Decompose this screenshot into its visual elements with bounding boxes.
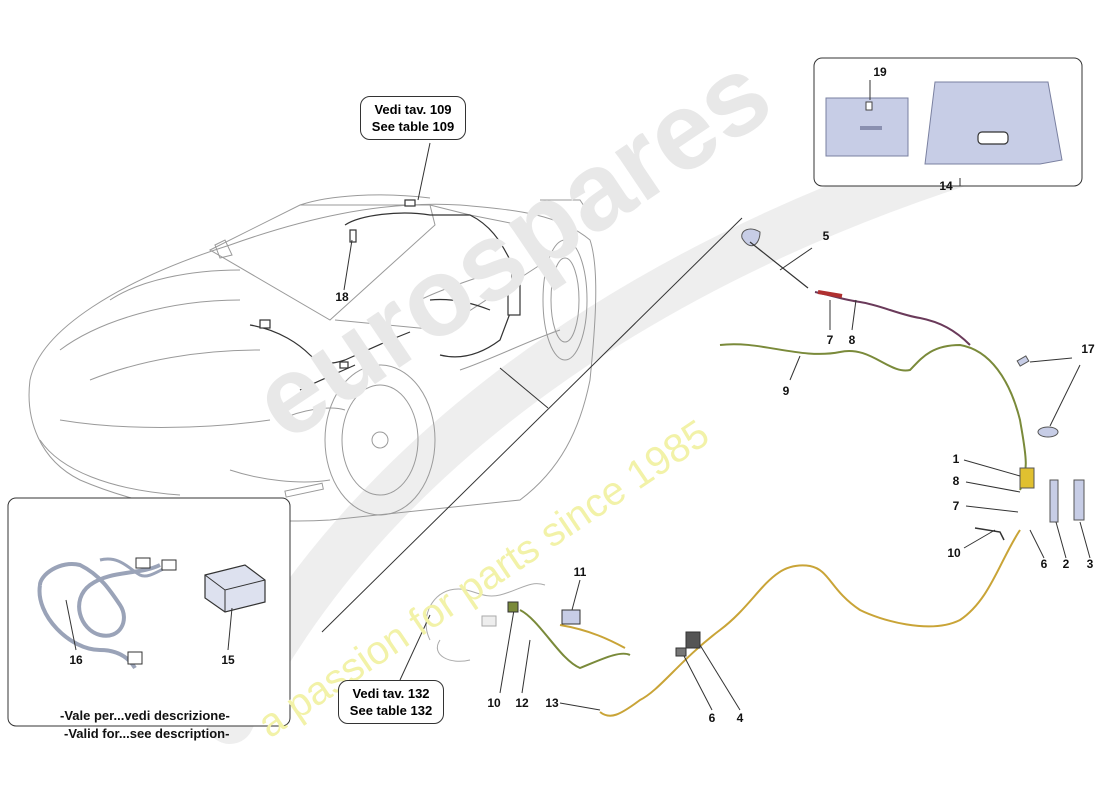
harness-red	[817, 290, 843, 298]
harness-7-8	[814, 291, 971, 346]
leader-car-to-section	[499, 367, 549, 409]
harness-9	[719, 343, 1027, 491]
inset-panel-bottom	[7, 497, 291, 727]
panel-14	[924, 81, 1063, 165]
section-divider	[321, 217, 743, 633]
faint-parts	[425, 583, 546, 662]
panel-19-slot	[860, 126, 882, 130]
callout-18[interactable]: 18	[335, 290, 349, 304]
panel-19-clip	[865, 101, 873, 111]
callout-7b[interactable]: 7	[952, 499, 960, 513]
leader-12	[521, 639, 531, 694]
leader-10b	[499, 609, 515, 694]
leader-5	[779, 247, 813, 271]
callout-11[interactable]: 11	[573, 565, 587, 579]
harness-lower-2	[559, 624, 626, 649]
leader-15	[227, 607, 233, 651]
connector-4	[685, 631, 701, 649]
leader-18	[343, 239, 353, 291]
callout-6b[interactable]: 6	[708, 711, 716, 725]
callout-3[interactable]: 3	[1086, 557, 1094, 571]
ref-109-en: See table 109	[371, 119, 455, 134]
leader-2	[1055, 521, 1067, 559]
cable-16	[38, 562, 161, 638]
leader-109	[417, 142, 431, 201]
ref-109-it: Vedi tav. 109	[374, 102, 452, 117]
ref-132-it: Vedi tav. 132	[352, 686, 430, 701]
connector-16a	[135, 557, 151, 569]
callout-7a[interactable]: 7	[826, 333, 834, 347]
watermark-swoosh	[206, 126, 1024, 744]
connector-6b	[675, 647, 687, 657]
callout-1[interactable]: 1	[952, 452, 960, 466]
callout-16[interactable]: 16	[69, 653, 83, 667]
leader-9	[789, 355, 801, 381]
leader-16	[65, 599, 77, 651]
leader-17a	[1029, 357, 1073, 363]
callout-8a[interactable]: 8	[848, 333, 856, 347]
callout-6a[interactable]: 6	[1040, 557, 1048, 571]
connector-16b	[161, 559, 177, 571]
leader-7b	[965, 505, 1019, 513]
callout-13[interactable]: 13	[545, 696, 559, 710]
callout-2[interactable]: 2	[1062, 557, 1070, 571]
antenna-cable-5	[749, 241, 809, 289]
leader-6b	[683, 655, 713, 711]
bracket-3	[1073, 479, 1085, 521]
callout-5[interactable]: 5	[822, 229, 830, 243]
callout-19[interactable]: 19	[873, 65, 887, 79]
callout-10a[interactable]: 10	[947, 546, 961, 560]
part-17-cap	[1037, 426, 1059, 438]
callout-14[interactable]: 14	[939, 179, 953, 193]
leader-13	[559, 702, 601, 711]
ref-box-table-109[interactable]: Vedi tav. 109 See table 109	[360, 96, 466, 140]
inset-note-en: -Valid for...see description-	[64, 726, 230, 741]
inset-note-it: -Vale per...vedi descrizione-	[60, 708, 230, 723]
leader-6a	[1029, 529, 1045, 559]
car-harness	[249, 199, 521, 391]
callout-4[interactable]: 4	[736, 711, 744, 725]
antenna-cap-5	[741, 228, 761, 247]
leader-132	[399, 614, 431, 681]
leader-10a	[963, 529, 996, 549]
leader-4	[699, 644, 741, 711]
harness-13	[599, 529, 1021, 717]
ref-132-en: See table 132	[349, 703, 433, 718]
leader-8a	[851, 299, 857, 331]
leader-17b	[1049, 364, 1081, 427]
module-11	[561, 609, 581, 625]
part-17-bolt	[1016, 355, 1030, 367]
ref-box-table-132[interactable]: Vedi tav. 132 See table 132	[338, 680, 444, 724]
gps-module-15	[204, 564, 266, 613]
callout-15[interactable]: 15	[221, 653, 235, 667]
panel-14-bracket	[977, 131, 1009, 145]
callout-17[interactable]: 17	[1081, 342, 1095, 356]
connector-16c	[127, 651, 143, 665]
callout-8b[interactable]: 8	[952, 474, 960, 488]
bracket-2	[1049, 479, 1059, 523]
leader-1	[963, 459, 1021, 477]
callout-9[interactable]: 9	[782, 384, 790, 398]
connector-10b	[507, 601, 519, 613]
module-1	[1019, 467, 1035, 489]
cable-10a	[974, 527, 1005, 541]
leader-3	[1079, 521, 1091, 559]
harness-lower	[519, 609, 631, 670]
leader-8b	[965, 481, 1021, 493]
callout-12[interactable]: 12	[515, 696, 529, 710]
car-outline	[28, 194, 597, 522]
leader-11	[571, 579, 581, 611]
callout-10b[interactable]: 10	[487, 696, 501, 710]
